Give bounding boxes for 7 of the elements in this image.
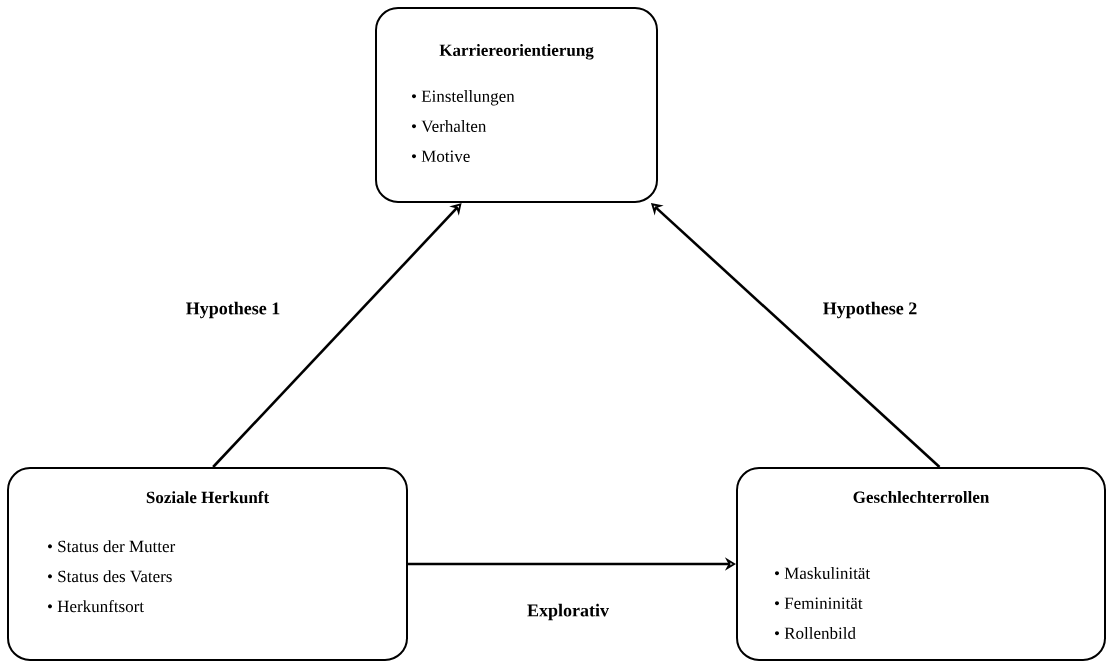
edge-label: Explorativ bbox=[525, 601, 611, 623]
edge-label: Hypothese 2 bbox=[820, 299, 920, 321]
arrow bbox=[212, 203, 462, 468]
content-box: Karriereorientierung • Einstellungen • Verhalten • Motive bbox=[375, 7, 658, 203]
edge-label: Hypothese 1 bbox=[183, 299, 283, 321]
content-box: Geschlechterrollen • Maskulinität • Femininität • Rollenbild bbox=[736, 467, 1106, 661]
content-box: Soziale Herkunft • Status der Mutter • Status des Vaters • Herkunftsort bbox=[7, 467, 408, 661]
